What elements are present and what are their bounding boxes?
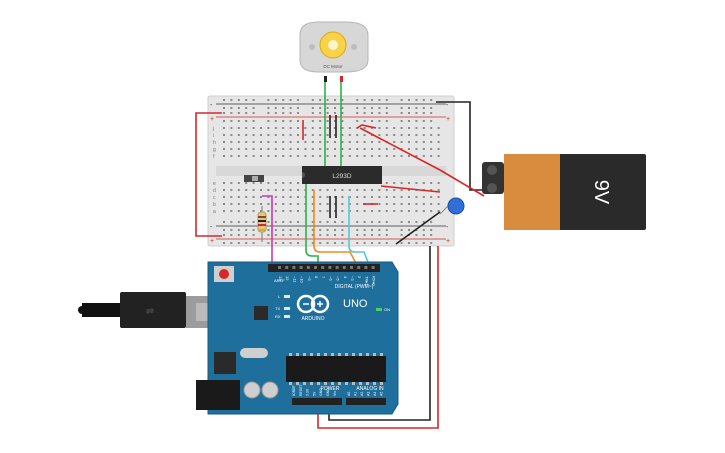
battery-9v[interactable]: 9V xyxy=(482,154,646,230)
slide-switch[interactable] xyxy=(244,175,264,182)
power-pin-label: RESET xyxy=(299,383,303,396)
rail-minus-label-bottom: - xyxy=(210,224,213,231)
wire-cyan-pin[interactable] xyxy=(348,196,371,268)
row-letter: a xyxy=(213,209,216,215)
ic-label: L293D xyxy=(332,173,351,180)
wire-battery-positive[interactable] xyxy=(359,127,485,197)
wire-black-diagonal[interactable] xyxy=(395,211,441,245)
digital-label: DIGITAL (PWM~) xyxy=(335,284,374,290)
row-letter: f xyxy=(213,154,215,160)
power-pin-label: 5V xyxy=(312,391,316,396)
usb-symbol-icon: ⇌ xyxy=(146,306,154,317)
digital-pin-label: ~9 xyxy=(307,276,312,281)
atmega-pins xyxy=(289,353,383,385)
row-letter: g xyxy=(213,147,216,153)
digital-pin-label: 2 xyxy=(357,276,362,279)
wire-left-red-loop[interactable] xyxy=(195,112,222,237)
dc-motor[interactable]: DC Motor xyxy=(299,21,369,82)
digital-pin-label: ~11 xyxy=(292,276,297,283)
rail-plus-label-top: + xyxy=(210,116,214,123)
analog-pin-label: A0 xyxy=(347,392,351,396)
analog-pin-label: A5 xyxy=(380,392,384,396)
arduino-model: UNO xyxy=(343,298,368,310)
power-label: POWER xyxy=(321,386,340,392)
power-pin-label: Vin xyxy=(333,391,337,396)
wire-orange-pin[interactable] xyxy=(313,190,359,268)
battery-label: 9V xyxy=(590,180,612,205)
motor-label: DC Motor xyxy=(323,64,343,69)
row-letter: e xyxy=(213,181,216,187)
power-pin-label: 3.3V xyxy=(306,388,310,396)
digital-pin-label: ~5 xyxy=(336,276,341,281)
wire-5v[interactable] xyxy=(317,246,439,429)
wire-battery-negative[interactable] xyxy=(436,101,484,191)
l293d-chip[interactable]: L293D xyxy=(302,166,382,184)
power-pin-label: GND xyxy=(326,388,330,396)
row-letter: b xyxy=(213,202,216,208)
analog-pin-label: A1 xyxy=(354,392,358,396)
digital-pin-label: RX◂0 xyxy=(372,276,377,287)
digital-pin-label: TX▸1 xyxy=(364,276,369,286)
rail-plus-label-bottom-right: + xyxy=(446,238,450,245)
digital-pin-label: ~3 xyxy=(350,276,355,281)
digital-pin-label: 8 xyxy=(314,276,319,279)
on-label: ON xyxy=(384,307,390,312)
analog-label: ANALOG IN xyxy=(356,386,384,392)
analog-pin-label: A4 xyxy=(373,392,377,396)
digital-pin-label: 13 xyxy=(278,276,283,281)
rail-plus-label-top-right: + xyxy=(446,116,450,123)
arduino-brand: ARDUINO xyxy=(301,316,324,322)
led-l-label: L xyxy=(278,294,281,299)
power-pin-label: GND xyxy=(319,388,323,396)
wire-magenta-pin[interactable] xyxy=(262,195,273,267)
led-tx-label: TX xyxy=(275,306,280,311)
wire-green-pin[interactable] xyxy=(305,184,319,267)
analog-pin-label: A3 xyxy=(367,392,371,396)
rail-plus-label-bottom: + xyxy=(210,238,214,245)
rail-minus-label-top: - xyxy=(210,102,213,109)
digital-pin-label: 4 xyxy=(343,276,348,279)
rail-minus-label-top-right: - xyxy=(446,102,449,109)
digital-pin-label: ~6 xyxy=(328,276,333,281)
digital-header xyxy=(278,266,375,269)
digital-pin-label: 7 xyxy=(321,276,326,279)
jumper-red[interactable] xyxy=(380,185,441,193)
reset-button[interactable] xyxy=(219,269,229,279)
aref-label: AREF xyxy=(274,278,285,283)
resistor[interactable] xyxy=(257,206,267,242)
breadboard-holes xyxy=(223,99,440,244)
led-rx-label: RX xyxy=(275,314,281,319)
row-letter: d xyxy=(213,188,216,194)
arduino-logo-icon xyxy=(296,294,330,314)
digital-pin-label: 12 xyxy=(285,276,290,281)
capacitor[interactable] xyxy=(439,197,465,215)
row-letter: i xyxy=(213,133,214,139)
power-pin-label: IOREF xyxy=(292,385,296,396)
digital-pin-label: ~10 xyxy=(300,276,305,284)
wire-gnd[interactable] xyxy=(328,246,431,421)
row-letter: h xyxy=(213,140,216,146)
analog-pin-label: A2 xyxy=(360,392,364,396)
row-letter: c xyxy=(213,195,216,201)
row-letter: j xyxy=(212,126,214,132)
jumper-red[interactable] xyxy=(356,124,377,129)
rail-minus-label-bottom-right: - xyxy=(446,224,449,231)
